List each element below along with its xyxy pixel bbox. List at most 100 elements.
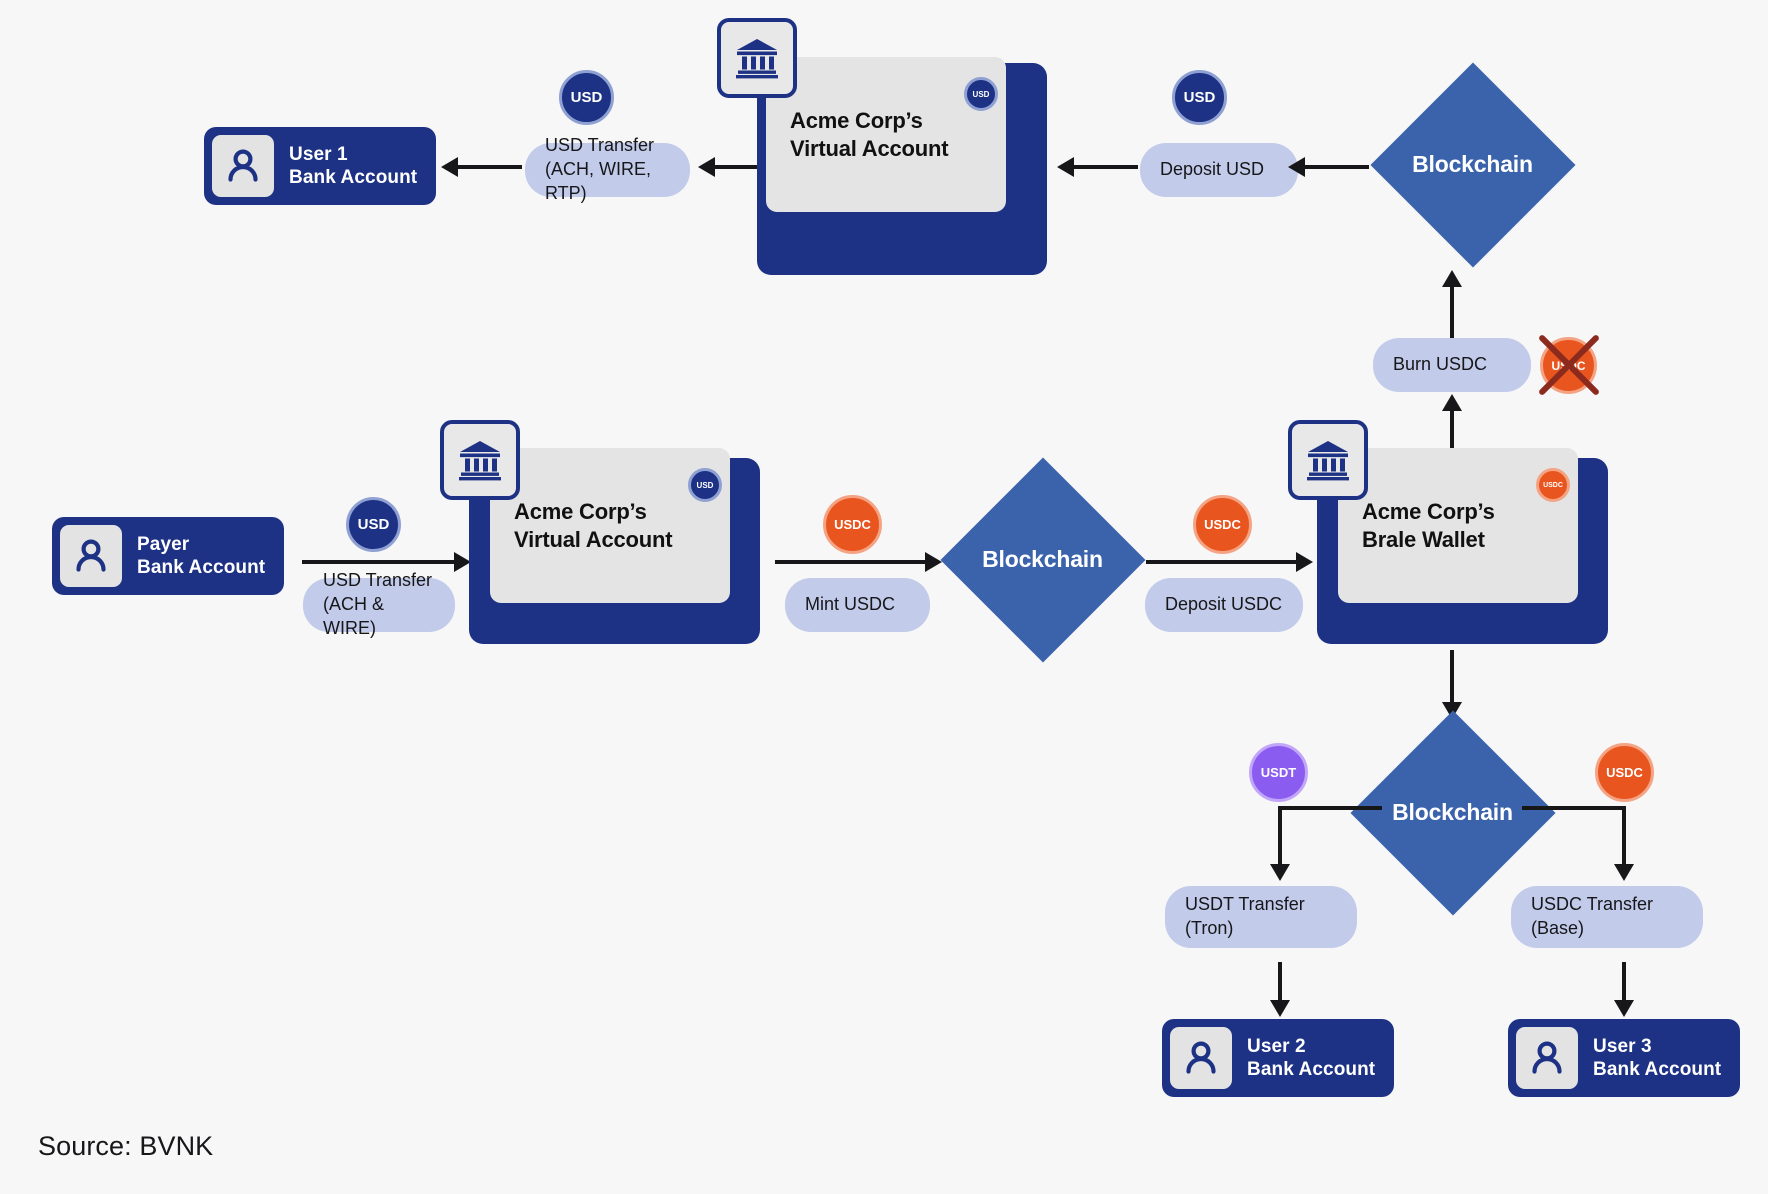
connector-blockchain-left-elbow-h — [1278, 806, 1382, 810]
pill-line1: USD Transfer — [545, 135, 655, 156]
token-label: USDC — [1543, 481, 1563, 489]
node-label: User 2 Bank Account — [1247, 1035, 1375, 1081]
node-blockchain-mid: Blockchain — [939, 456, 1146, 663]
node-inner-card: Acme Corp’s Brale Wallet — [1338, 448, 1578, 603]
arrowhead-up — [1442, 270, 1462, 287]
pill-line1: USDC Transfer — [1531, 894, 1654, 915]
pill-burn-usdc: Burn USDC — [1373, 338, 1531, 392]
node-label: Acme Corp’s Virtual Account — [490, 498, 673, 553]
bank-icon — [1307, 441, 1349, 481]
connector-blockchainmid-to-brale — [1146, 560, 1296, 564]
token-usdc-mint: USDC — [823, 495, 882, 554]
token-badge-usdc-brale: USDC — [1536, 468, 1570, 502]
node-acme-virtual-account-top: Acme Corp’s Virtual Account USD — [717, 18, 1047, 275]
bank-icon-badge — [440, 420, 520, 500]
person-icon — [212, 135, 274, 197]
node-blockchain-top: Blockchain — [1369, 61, 1576, 268]
person-icon — [1516, 1027, 1578, 1089]
arrowhead-up — [1442, 394, 1462, 411]
arrowhead-down — [1614, 864, 1634, 881]
connector-acmetop-to-usdtransfer — [712, 165, 779, 169]
user3-line1: User 3 — [1593, 1035, 1652, 1057]
pill-usdt-transfer: USDT Transfer (Tron) — [1165, 886, 1357, 948]
connector-blockchain-right-elbow-v — [1622, 806, 1626, 868]
node-label: Acme Corp’s Virtual Account — [766, 107, 949, 162]
token-label: USD — [972, 89, 990, 99]
connector-depositusd-to-acmetop — [1071, 165, 1138, 169]
person-icon — [1170, 1027, 1232, 1089]
blockchain-mid-label: Blockchain — [982, 546, 1103, 572]
connector-usdtpill-to-user2 — [1278, 962, 1282, 1004]
node-label: User 1 Bank Account — [289, 143, 417, 189]
pill-deposit-usd: Deposit USD — [1140, 143, 1298, 197]
person-icon — [60, 525, 122, 587]
arrowhead-left — [1057, 157, 1074, 177]
node-inner-card: Acme Corp’s Virtual Account — [766, 57, 1006, 212]
connector-payer-to-acmemid — [302, 560, 454, 564]
token-label: USDC — [1606, 765, 1643, 780]
node-payer-bank-account: Payer Bank Account — [52, 517, 284, 595]
token-label: USDT — [1260, 765, 1297, 780]
token-usdc-base: USDC — [1595, 743, 1654, 802]
user3-line2: Bank Account — [1593, 1059, 1722, 1080]
token-label: USDC — [834, 517, 871, 532]
connector-burn-to-blockchaintop — [1450, 285, 1454, 350]
arrowhead-left — [1288, 157, 1305, 177]
token-label: USD — [1183, 89, 1216, 106]
pill-line1: Mint USDC — [805, 594, 896, 615]
connector-acmemid-to-blockchainmid — [775, 560, 925, 564]
token-usd-deposit: USD — [1172, 70, 1227, 125]
node-acme-brale-wallet: Acme Corp’s Brale Wallet USDC — [1288, 420, 1608, 644]
user2-line2: Bank Account — [1247, 1059, 1376, 1080]
bank-icon-badge — [1288, 420, 1368, 500]
node-user2-bank-account: User 2 Bank Account — [1162, 1019, 1394, 1097]
node-inner-card: Acme Corp’s Virtual Account — [490, 448, 730, 603]
blockchain-bottom-label: Blockchain — [1392, 799, 1513, 825]
acme-top-line1: Acme Corp’s — [790, 108, 923, 134]
pill-line1: Deposit USDC — [1165, 594, 1283, 615]
pill-line2: (Base) — [1531, 918, 1585, 938]
node-user1-bank-account: User 1 Bank Account — [204, 127, 436, 205]
node-label: Acme Corp’s Brale Wallet — [1338, 498, 1495, 553]
pill-usdc-transfer: USDC Transfer (Base) — [1511, 886, 1703, 948]
user2-line1: User 2 — [1247, 1035, 1306, 1057]
token-label: USD — [357, 516, 390, 533]
payer-line1: Payer — [137, 533, 190, 555]
pill-line2: (ACH, WIRE, RTP) — [545, 159, 651, 203]
connector-blockchaintop-to-depositusd — [1302, 165, 1369, 169]
pill-line1: USD Transfer — [323, 570, 433, 591]
connector-brale-to-burn — [1450, 408, 1454, 466]
token-usdc-deposit: USDC — [1193, 495, 1252, 554]
pill-deposit-usdc: Deposit USDC — [1145, 578, 1303, 632]
pill-line1: Burn USDC — [1393, 354, 1488, 375]
arrowhead-down — [1270, 864, 1290, 881]
acme-mid-line2: Virtual Account — [514, 526, 673, 552]
token-label: USDC — [1204, 517, 1241, 532]
brale-line1: Acme Corp’s — [1362, 499, 1495, 525]
connector-usdcpill-to-user3 — [1622, 962, 1626, 1004]
pill-line1: USDT Transfer — [1185, 894, 1305, 915]
node-label: User 3 Bank Account — [1593, 1035, 1721, 1081]
user1-line2: Bank Account — [289, 167, 418, 188]
token-label: USD — [696, 480, 714, 490]
bank-icon — [736, 39, 778, 79]
arrowhead-left — [698, 157, 715, 177]
token-usd-top: USD — [559, 70, 614, 125]
arrowhead-right — [1296, 552, 1313, 572]
pill-line2: (Tron) — [1185, 918, 1234, 938]
token-badge-usd-acme-mid: USD — [688, 468, 722, 502]
token-label: USD — [570, 89, 603, 106]
node-label: Payer Bank Account — [137, 533, 265, 579]
user1-line1: User 1 — [289, 143, 348, 165]
blockchain-top-label: Blockchain — [1412, 151, 1533, 177]
acme-mid-line1: Acme Corp’s — [514, 499, 647, 525]
payer-line2: Bank Account — [137, 557, 266, 578]
arrowhead-down — [1270, 1000, 1290, 1017]
pill-usd-transfer-mid: USD Transfer (ACH & WIRE) — [303, 570, 455, 638]
connector-usdtransfer-to-user1 — [455, 165, 522, 169]
bank-icon — [459, 441, 501, 481]
arrowhead-right — [925, 552, 942, 572]
arrowhead-right — [454, 552, 471, 572]
node-user3-bank-account: User 3 Bank Account — [1508, 1019, 1740, 1097]
